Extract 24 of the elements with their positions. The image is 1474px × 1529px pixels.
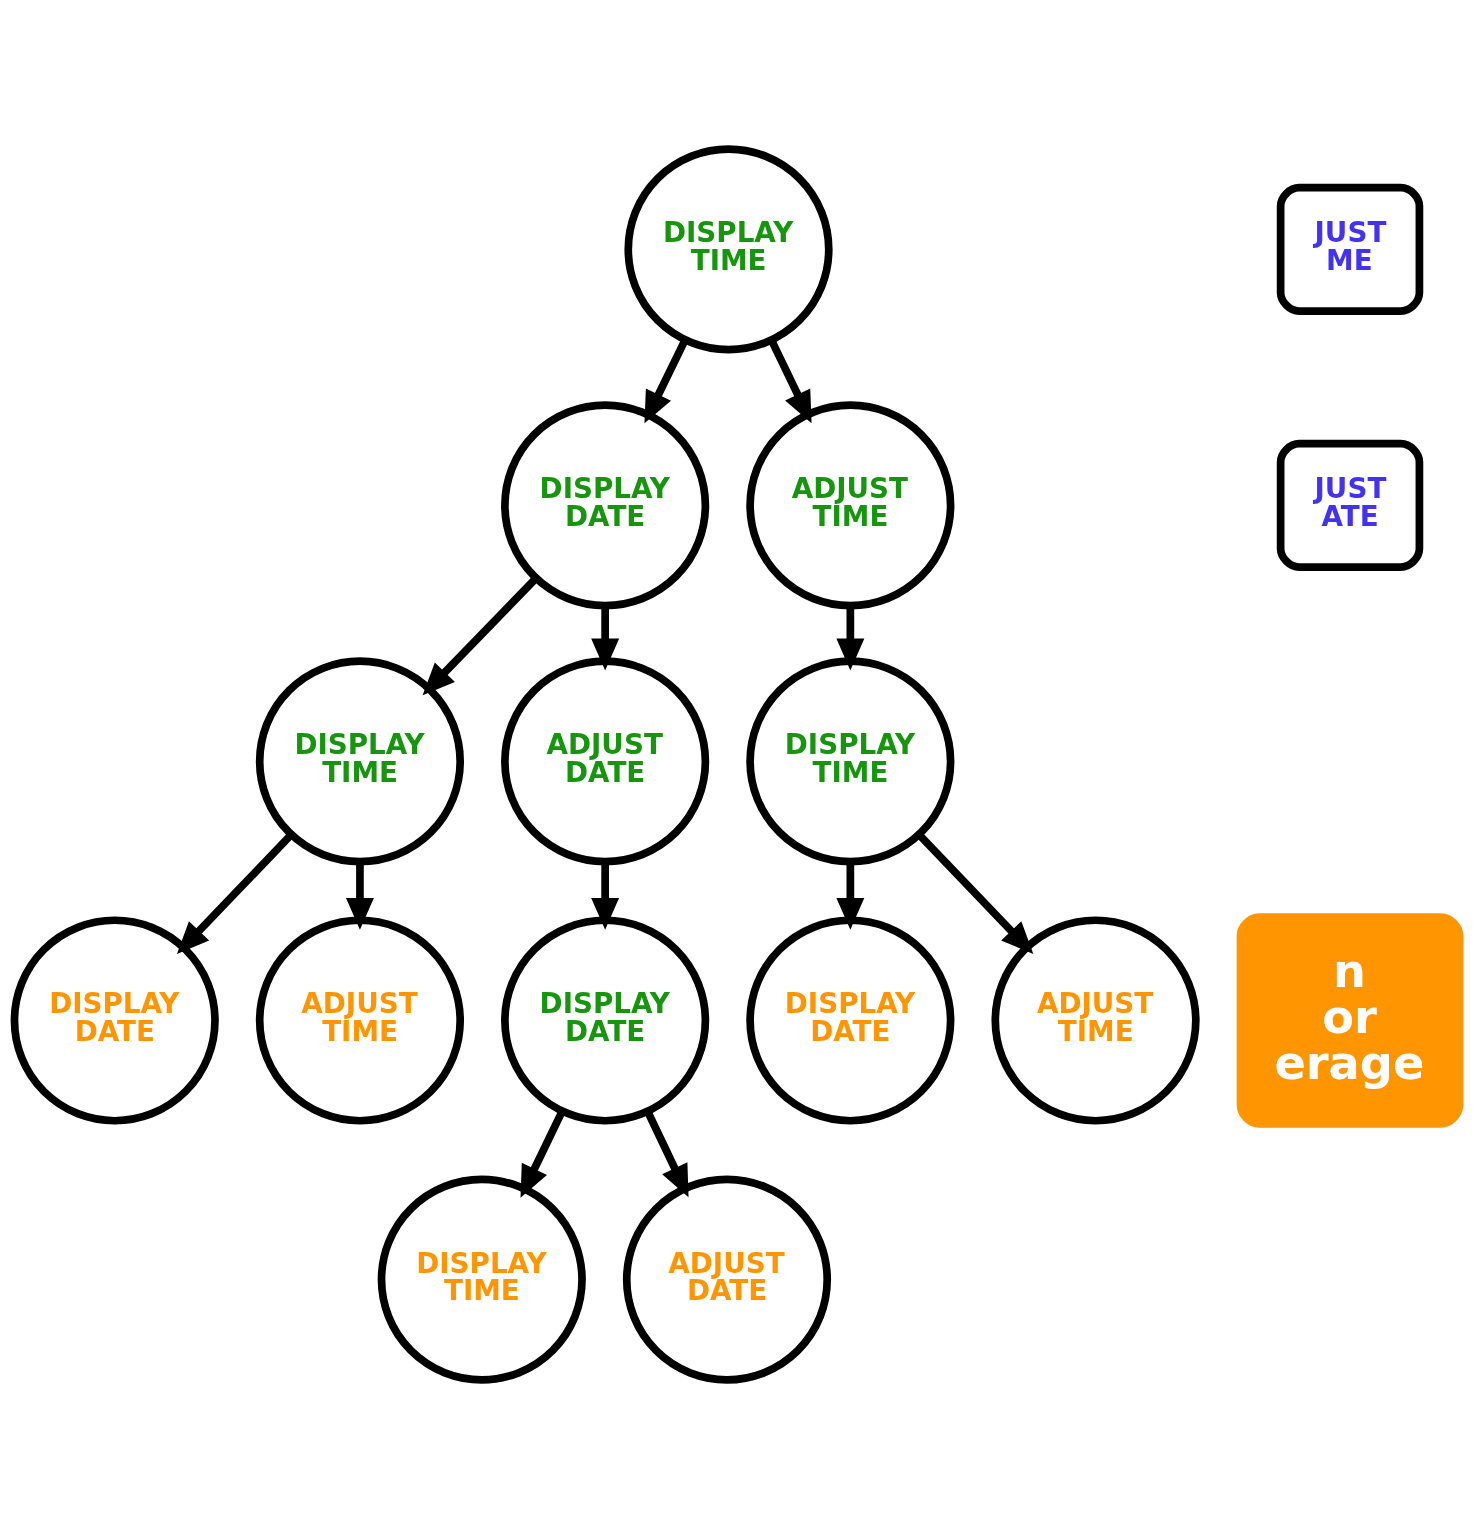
node-circle: DISPLAY TIME — [746, 657, 955, 866]
node-circle: ADJUST TIME — [255, 916, 465, 1125]
node-circle: ADJUST TIME — [991, 916, 1200, 1125]
node-box: JUST ATE — [1276, 439, 1424, 571]
node-circle: DISPLAY DATE — [501, 916, 710, 1125]
arrow — [591, 606, 620, 671]
node-circle: DISPLAY DATE — [10, 916, 219, 1125]
node-box: JUST ME — [1276, 183, 1424, 315]
node-circle: ADJUST DATE — [501, 657, 710, 866]
node-circle: DISPLAY TIME — [377, 1175, 586, 1384]
arrow — [520, 1109, 566, 1198]
node-circle: DISPLAY TIME — [255, 657, 465, 866]
node-box: n or erage — [1236, 913, 1464, 1128]
node-circle: ADJUST DATE — [622, 1175, 832, 1384]
arrow — [176, 832, 294, 954]
node-circle: ADJUST TIME — [746, 401, 955, 610]
node-circle: DISPLAY TIME — [624, 145, 833, 354]
arrow — [916, 832, 1034, 954]
arrow — [644, 338, 689, 424]
arrow — [422, 576, 539, 696]
node-circle: DISPLAY DATE — [746, 916, 955, 1125]
arrow — [768, 338, 812, 424]
node-circle: DISPLAY DATE — [501, 401, 710, 610]
arrow — [836, 606, 865, 671]
